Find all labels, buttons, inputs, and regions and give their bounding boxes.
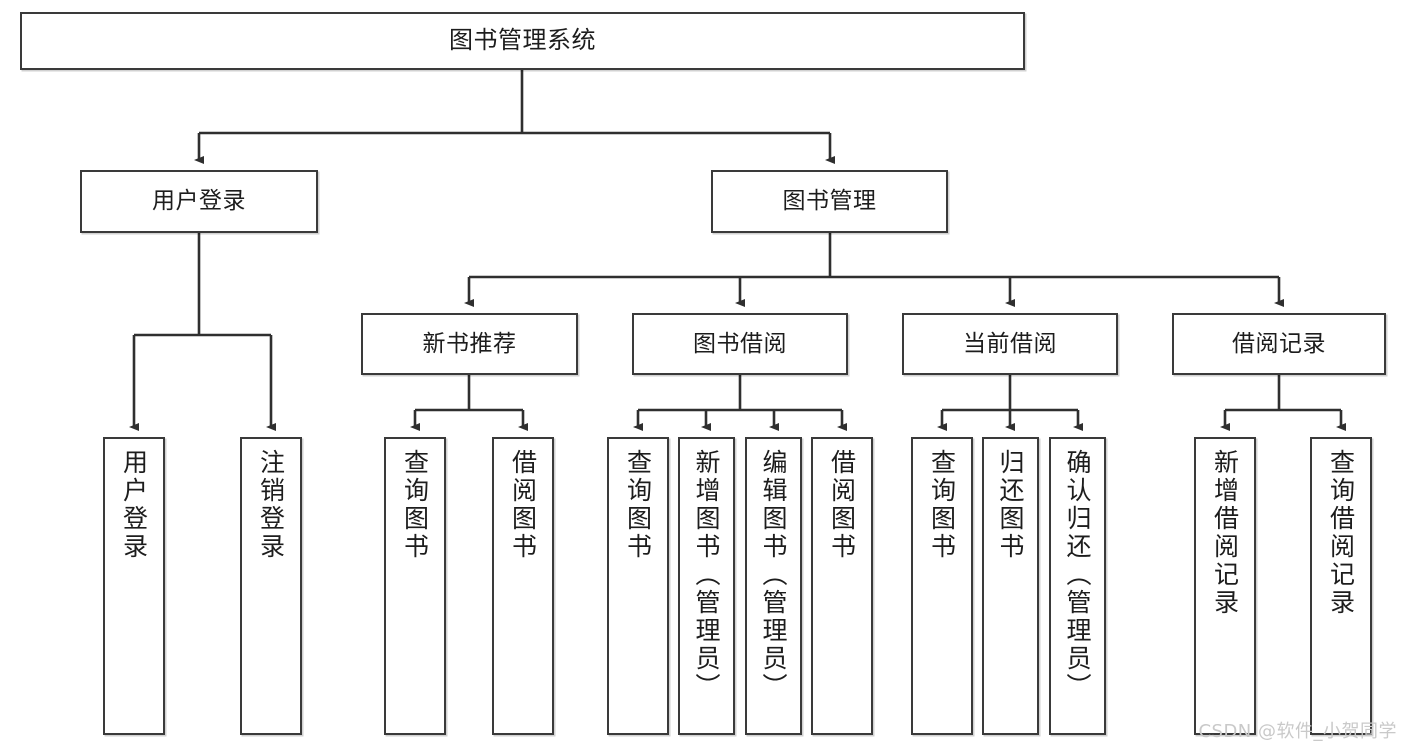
leaf-user-login[interactable]: 用户登录 <box>103 437 165 735</box>
node-new-book-recommend[interactable]: 新书推荐 <box>361 313 578 375</box>
leaf-query-book-borrow[interactable]: 查询图书 <box>607 437 669 735</box>
leaf-confirm-return-admin[interactable]: 确认归还（管理员） <box>1049 437 1106 735</box>
node-label: 编辑图书（管理员） <box>759 449 788 701</box>
node-label: 新增图书（管理员） <box>692 449 721 701</box>
node-label: 查询图书 <box>400 449 430 561</box>
node-label: 当前借阅 <box>963 330 1057 357</box>
node-label: 借阅图书 <box>508 449 538 561</box>
node-label: 查询图书 <box>623 449 653 561</box>
leaf-query-book-current[interactable]: 查询图书 <box>911 437 973 735</box>
node-book-borrow[interactable]: 图书借阅 <box>632 313 848 375</box>
leaf-borrow-book-recommend[interactable]: 借阅图书 <box>492 437 554 735</box>
node-label: 用户登录 <box>152 188 246 215</box>
node-root-system[interactable]: 图书管理系统 <box>20 12 1025 70</box>
leaf-query-book-recommend[interactable]: 查询图书 <box>384 437 446 735</box>
node-label: 图书借阅 <box>693 330 787 357</box>
node-label: 注销登录 <box>256 449 286 561</box>
leaf-return-book[interactable]: 归还图书 <box>982 437 1039 735</box>
leaf-add-book-admin[interactable]: 新增图书（管理员） <box>678 437 735 735</box>
node-borrow-record[interactable]: 借阅记录 <box>1172 313 1386 375</box>
node-book-management[interactable]: 图书管理 <box>711 170 948 233</box>
node-label: 借阅记录 <box>1232 330 1326 357</box>
node-label: 确认归还（管理员） <box>1063 449 1092 701</box>
leaf-edit-book-admin[interactable]: 编辑图书（管理员） <box>745 437 802 735</box>
node-label: 借阅图书 <box>827 449 857 561</box>
node-user-login[interactable]: 用户登录 <box>80 170 318 233</box>
leaf-add-borrow-record[interactable]: 新增借阅记录 <box>1194 437 1256 735</box>
node-label: 查询借阅记录 <box>1326 449 1356 617</box>
leaf-logout[interactable]: 注销登录 <box>240 437 302 735</box>
node-label: 新书推荐 <box>422 330 517 357</box>
leaf-query-borrow-record[interactable]: 查询借阅记录 <box>1310 437 1372 735</box>
node-label: 图书管理 <box>782 188 877 215</box>
node-label: 用户登录 <box>119 449 149 561</box>
node-label: 新增借阅记录 <box>1210 449 1240 617</box>
node-label: 查询图书 <box>927 449 957 561</box>
node-current-borrow[interactable]: 当前借阅 <box>902 313 1118 375</box>
node-label: 图书管理系统 <box>449 26 596 55</box>
watermark: CSDN @软件_小贺同学 <box>1198 721 1397 742</box>
leaf-borrow-book[interactable]: 借阅图书 <box>811 437 873 735</box>
node-label: 归还图书 <box>996 449 1025 561</box>
